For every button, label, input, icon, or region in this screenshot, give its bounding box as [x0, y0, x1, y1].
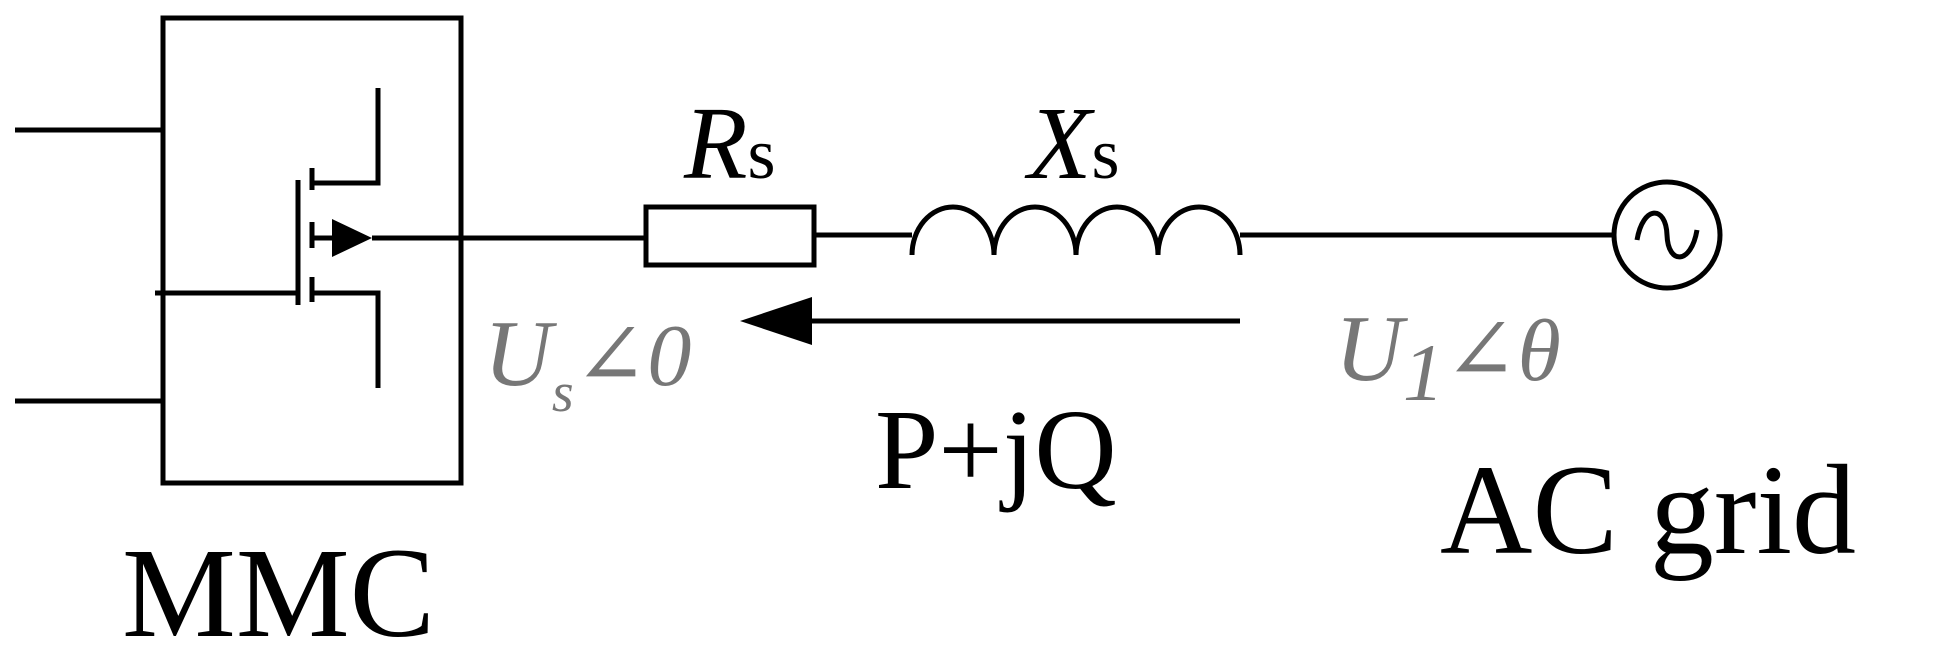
left-arrow-icon [740, 297, 1240, 345]
resistor-label: Rs [683, 86, 776, 201]
power-flow-label: P+jQ [875, 386, 1117, 513]
inductor-icon [909, 204, 1243, 256]
igbt-icon [155, 88, 381, 388]
resistor-icon [643, 204, 817, 268]
ac-source-icon [1611, 179, 1723, 291]
converter-voltage-label: Us∠0 [484, 302, 691, 424]
mmc-box [160, 15, 464, 486]
grid-name-label: AC grid [1440, 439, 1856, 581]
reactance-label: Xs [1024, 86, 1120, 201]
grid-voltage-label: U1∠θ [1335, 297, 1561, 418]
converter-name-label: MMC [122, 522, 435, 653]
